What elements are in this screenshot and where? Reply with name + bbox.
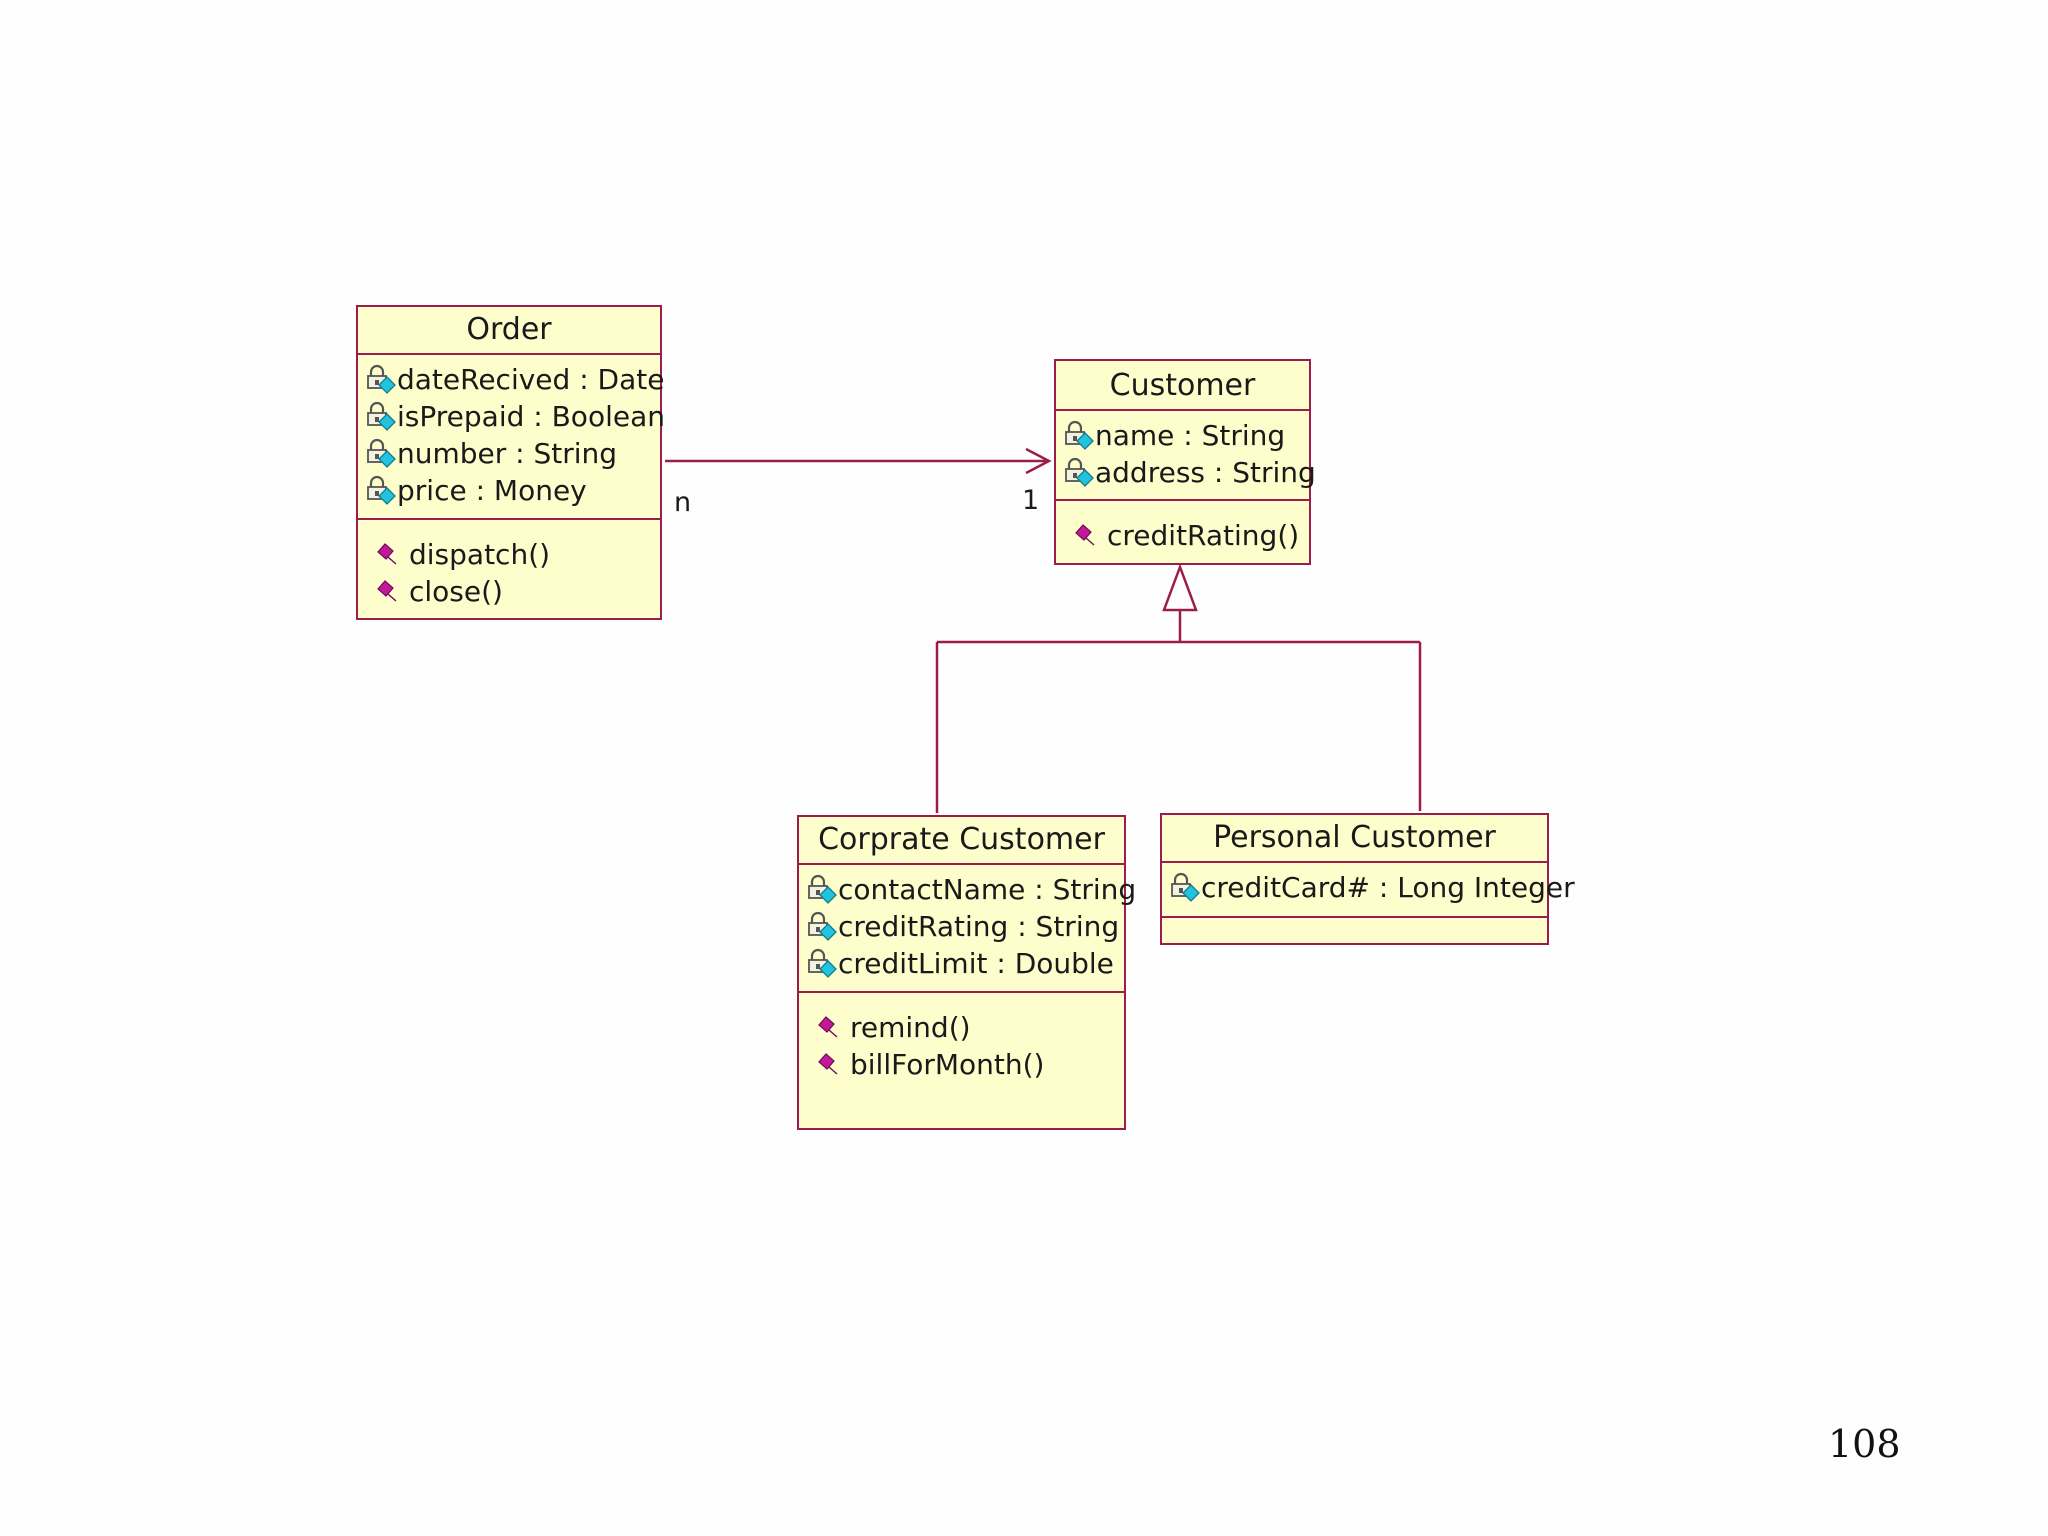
attribute-row: contactName : String xyxy=(799,871,1136,908)
operation-diamond-icon xyxy=(817,1049,850,1081)
association-arrowhead xyxy=(1025,447,1052,475)
operation-row: close() xyxy=(358,573,660,610)
class-personal-customer-name: Personal Customer xyxy=(1162,815,1547,863)
operation-diamond-icon xyxy=(376,576,409,608)
attribute-lock-icon xyxy=(364,401,397,433)
class-customer-operations: creditRating() xyxy=(1056,501,1309,554)
class-order-operations: dispatch() close() xyxy=(358,520,660,610)
attribute-lock-icon xyxy=(364,475,397,507)
multiplicity-target: 1 xyxy=(1022,485,1040,516)
operation-diamond-icon xyxy=(1074,520,1107,552)
operation-row: dispatch() xyxy=(358,536,660,573)
class-corporate-customer-operations: remind() billForMonth() xyxy=(799,993,1124,1083)
operation-diamond-icon xyxy=(376,539,409,571)
operation-row: remind() xyxy=(799,1009,1124,1046)
multiplicity-source: n xyxy=(674,487,692,518)
attribute-lock-icon xyxy=(1062,457,1095,489)
attribute-row: creditLimit : Double xyxy=(799,945,1124,982)
class-customer-name: Customer xyxy=(1056,361,1309,411)
class-corporate-customer[interactable]: Corprate Customer contactName : String c… xyxy=(797,815,1136,1130)
attribute-row: dateRecived : Date xyxy=(358,361,664,398)
class-personal-customer-attributes: creditCard# : Long Integer xyxy=(1162,863,1575,918)
class-order[interactable]: Order dateRecived : Date isPrepaid : Boo… xyxy=(356,305,665,620)
attribute-row: name : String xyxy=(1056,417,1309,454)
page-number: 108 xyxy=(1828,1422,1901,1466)
attribute-row: isPrepaid : Boolean xyxy=(358,398,665,435)
attribute-row: price : Money xyxy=(358,472,660,509)
attribute-row: address : String xyxy=(1056,454,1316,491)
attribute-lock-icon xyxy=(805,948,838,980)
attribute-lock-icon xyxy=(1168,872,1201,904)
attribute-lock-icon xyxy=(805,911,838,943)
class-customer-attributes: name : String address : String xyxy=(1056,411,1316,501)
operation-diamond-icon xyxy=(817,1012,850,1044)
attribute-lock-icon xyxy=(364,364,397,396)
generalization-triangle xyxy=(1162,563,1198,612)
attribute-lock-icon xyxy=(1062,420,1095,452)
class-order-name: Order xyxy=(358,307,660,355)
class-order-attributes: dateRecived : Date isPrepaid : Boolean n… xyxy=(358,355,665,520)
class-corporate-customer-attributes: contactName : String creditRating : Stri… xyxy=(799,865,1136,993)
class-corporate-customer-name: Corprate Customer xyxy=(799,817,1124,865)
attribute-lock-icon xyxy=(805,874,838,906)
attribute-row: number : String xyxy=(358,435,660,472)
attribute-lock-icon xyxy=(364,438,397,470)
operation-row: billForMonth() xyxy=(799,1046,1124,1083)
attribute-row: creditCard# : Long Integer xyxy=(1162,869,1575,906)
attribute-row: creditRating : String xyxy=(799,908,1124,945)
class-customer[interactable]: Customer name : String address : String … xyxy=(1054,359,1316,565)
operation-row: creditRating() xyxy=(1056,517,1309,554)
class-personal-customer[interactable]: Personal Customer creditCard# : Long Int… xyxy=(1160,813,1575,945)
